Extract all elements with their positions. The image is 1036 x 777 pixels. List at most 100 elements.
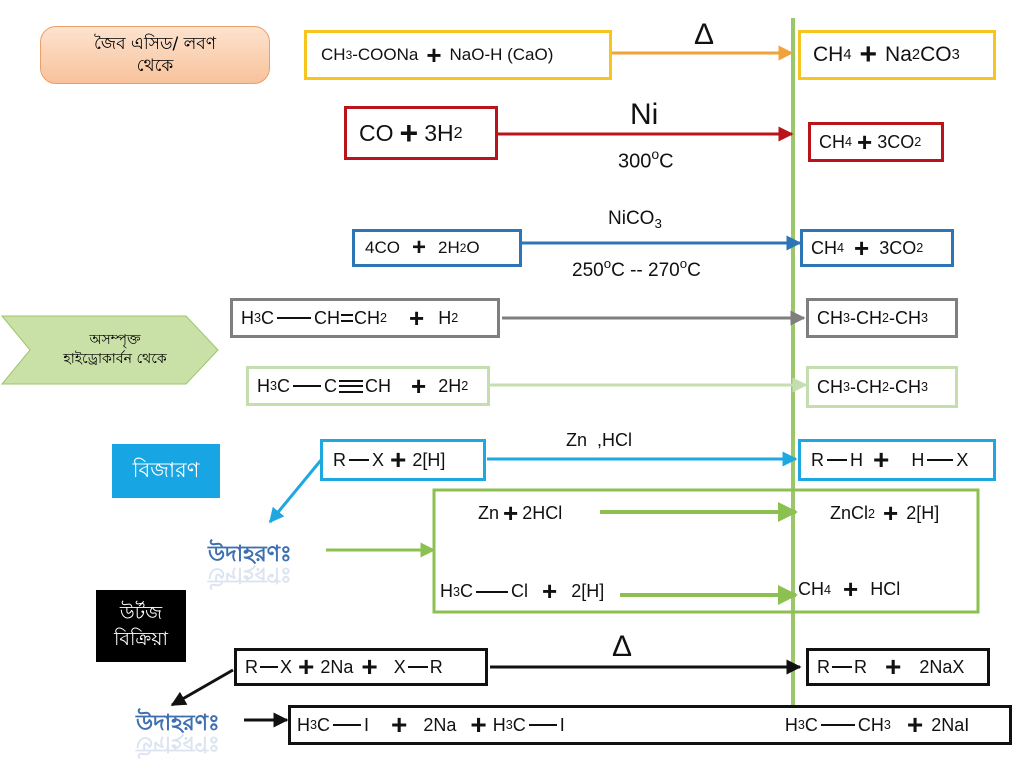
r5-triple-bond [339,379,364,393]
r3-r-s1: 4 [837,241,845,255]
r9-r-plus: + [885,651,902,682]
r3-l-s2: 2 [459,241,467,255]
example-text-2-reflection: উদাহরণঃ [136,731,220,756]
r2-cb-p2: C [659,150,674,173]
r10-l-s1: 3 [310,718,318,732]
arrow-reduction-to-example [268,453,328,524]
r10-l-plus2: + [470,709,487,740]
r3-r-p2: 3CO [879,237,917,258]
r4-l-p5: H [438,307,452,328]
r10-bond-3 [820,724,855,726]
r3-cb-sup1: o [603,256,612,271]
r8-r-p2: HCl [870,579,901,599]
r7-l-p1: Zn [478,503,500,523]
r2-cb-sup: o [651,146,660,162]
r7-r-plus: + [883,498,899,528]
r4-l-p2: C [261,307,275,328]
r2-l-p1: CO [359,119,394,146]
r4-r-s2: 2 [882,311,890,325]
r10-l-s5: 3 [505,718,513,732]
r3-condition-top: NiCO3 [608,208,662,231]
r5-r-p1: CH [817,376,843,397]
r3-cb-p1: 250 [572,259,604,281]
r6-bond-1 [349,459,369,461]
r3-cb-p3: C [687,259,701,281]
r6-products-box: R H + H X [798,439,996,481]
r4-double-bond [341,314,354,322]
r6-l-plus: + [390,444,407,475]
r4-r-s1: 3 [843,311,851,325]
r3-cb-p2: C -- 270 [611,259,680,281]
r3-ct-s1: 3 [654,215,662,231]
r6-condition: Zn ,HCl [566,430,633,450]
r8-r-plus: + [843,574,859,604]
r10-r-p2: C [804,714,818,735]
r2-r-s2: 2 [914,135,922,149]
r9-l-p5: R [429,656,443,677]
r9-products-box: R R + 2NaX [806,648,990,686]
r6-r-p4: X [956,449,969,470]
r9-r-p2: R [854,656,867,677]
example-text-1: উদাহরণঃ [208,542,292,567]
r6-r-p3: H [911,449,925,470]
r7-r-p1: ZnCl [830,503,869,523]
arrow-wurtz-to-example [170,668,234,707]
r8-l-p2: C [460,581,474,601]
r8-r-s1: 4 [824,582,832,597]
r3-l-plus: + [411,234,426,261]
r4-r-p1: CH [817,307,843,328]
r4-r-p3: -CH [889,307,922,328]
r10-bond-2 [528,724,557,726]
r10-r-p3: CH [857,714,884,735]
reduction-label: বিজারণ [112,444,220,498]
r6-r-plus: + [873,444,890,475]
r8-l-p1: H [440,581,453,601]
r2-l-plus: + [399,114,419,151]
r3-ct-p1: NiCO [608,208,655,229]
r8-r-p1: CH [798,579,824,599]
r2-l-p2: 3H [424,119,454,146]
r1-condition: Δ [694,18,715,51]
r10-r-p4: 2NaI [931,714,970,735]
r6-bond-2 [827,459,847,461]
r3-l-p1: 4CO [365,238,400,257]
r4-single-bond [277,317,312,319]
r4-l-plus: + [409,302,425,333]
r10-l-plus1: + [391,709,408,740]
r4-l-p4: CH [354,307,381,328]
r7-l-plus: + [503,498,519,528]
r1-l-p3: NaO-H (CaO) [449,45,554,64]
unsaturated-shape [0,315,219,385]
r6-r-p1: R [811,449,824,470]
r1-r-plus: + [859,38,878,71]
reduction-example-frame [432,488,980,614]
r4-r-p2: -CH [850,307,883,328]
r10-l-p5: H [492,714,506,735]
r5-l-p4: CH [365,375,392,396]
r2-r-plus: + [857,126,873,157]
r10-r-s3: 3 [883,718,891,732]
r4-l-p3: CH [314,307,341,328]
acid-salt-label: জৈব এসিড/ লবণ থেকে [40,26,270,84]
r4-l-p1: H [241,307,254,328]
wurtz-text: উর্টজ বিক্রিয়া [113,602,169,650]
unsaturated-text: অসম্পৃক্ত হাইড্রোকার্বন থেকে [63,332,167,367]
example-label-wurtz: উদাহরণঃ উদাহরণঃ [136,706,220,756]
r9-l-p1: R [245,656,258,677]
r1-r-p3: CO [920,43,952,66]
r6-l-p3: 2[H] [412,449,446,470]
r5-l-p3: C [324,375,338,396]
r2-condition-top: Ni [630,98,659,131]
r2-r-p2: 3CO [877,131,915,152]
r7-l-p2: 2HCl [522,503,563,523]
r3-cb-sup2: o [679,256,688,271]
